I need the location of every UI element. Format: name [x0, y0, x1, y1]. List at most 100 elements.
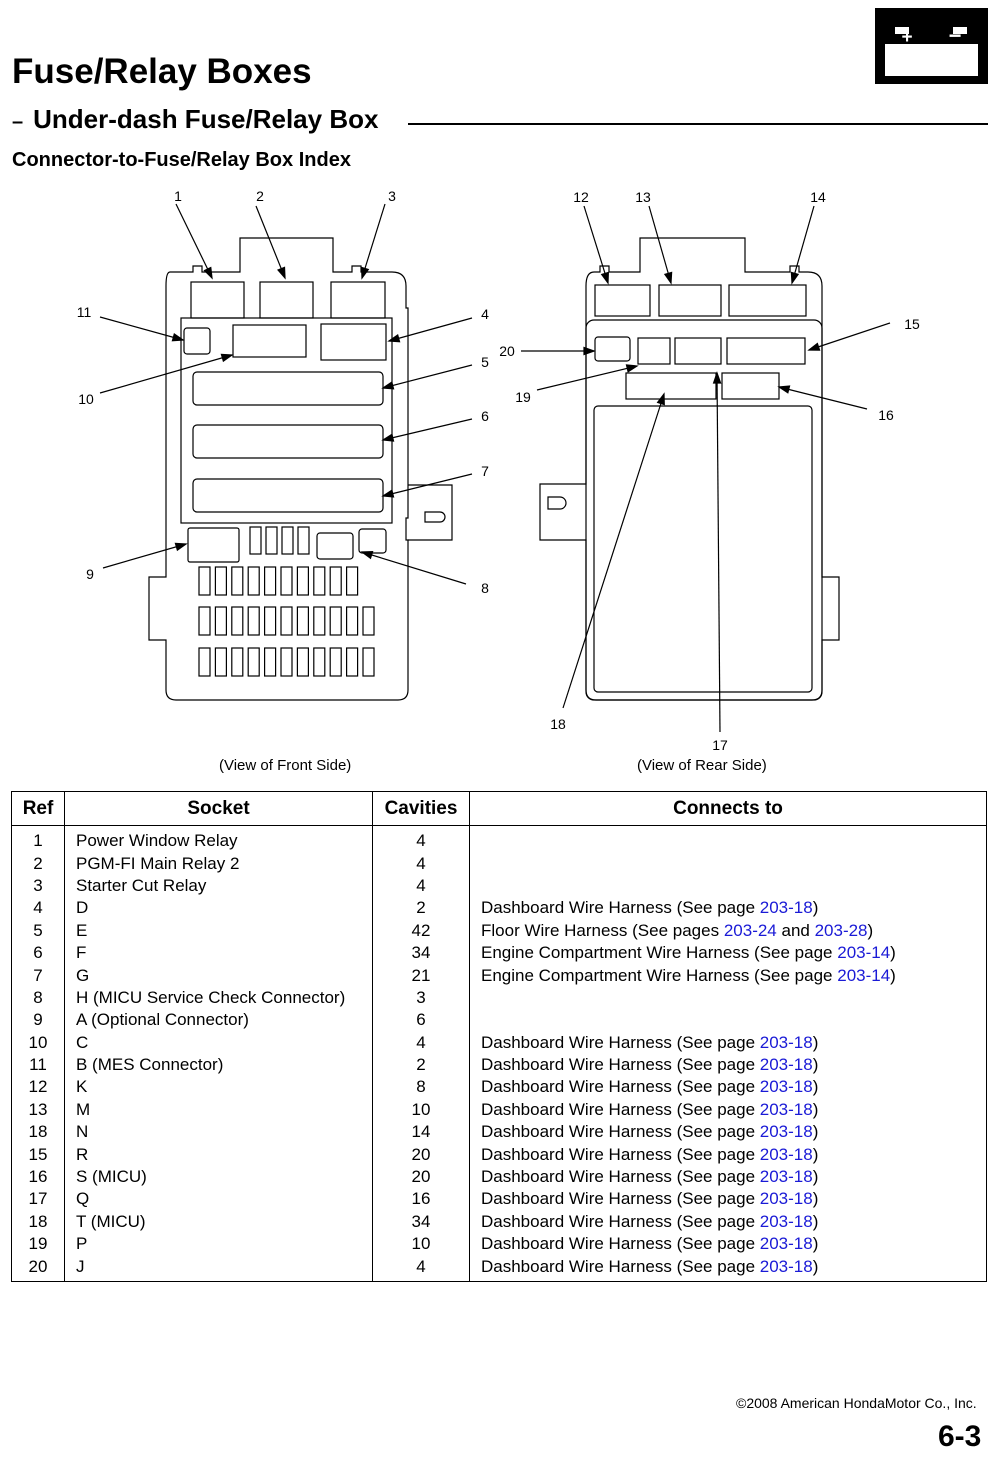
cell-ref: 17: [11, 1188, 65, 1211]
fuse-slot: [346, 647, 359, 677]
connects-to-text: Dashboard Wire Harness (See page: [481, 1256, 760, 1276]
page-reference-link[interactable]: 203-18: [759, 1189, 813, 1209]
leader-line: [562, 393, 665, 709]
leader-line: [536, 365, 638, 391]
cell-connects-to: [469, 852, 987, 875]
page-reference-link[interactable]: 203-18: [759, 1256, 813, 1276]
cell-cavities: 14: [372, 1121, 470, 1144]
cell-connects-to: [469, 825, 987, 853]
cell-ref: 20: [11, 1255, 65, 1282]
connects-to-text: ): [812, 1167, 819, 1187]
page-reference-link[interactable]: 203-18: [759, 1211, 813, 1231]
page-reference-link[interactable]: 203-14: [837, 943, 891, 963]
cell-connects-to: Dashboard Wire Harness (See page 203-18): [469, 1143, 987, 1166]
arrowhead: [807, 342, 821, 351]
cell-connects-to: [469, 1009, 987, 1032]
page-reference-link[interactable]: 203-18: [759, 1099, 813, 1119]
page-reference-link[interactable]: 203-18: [759, 1167, 813, 1187]
arrowhead: [381, 433, 395, 442]
page-reference-link[interactable]: 203-18: [759, 898, 813, 918]
page-reference-link[interactable]: 203-14: [837, 965, 891, 985]
page-reference-link[interactable]: 203-18: [759, 1032, 813, 1052]
cell-connects-to: [469, 874, 987, 898]
cell-ref: 5: [11, 919, 65, 942]
connects-to-text: Dashboard Wire Harness (See page: [481, 1234, 760, 1254]
rear-view: [539, 237, 840, 701]
cell-cavities: 4: [372, 852, 470, 875]
fuse-slot: [198, 566, 211, 596]
copyright: ©2008 American HondaMotor Co., Inc.: [736, 1395, 977, 1411]
page-reference-link[interactable]: 203-18: [759, 1055, 813, 1075]
arrowhead: [277, 266, 286, 280]
page-reference-link[interactable]: 203-24: [723, 920, 777, 940]
connects-to-text: Dashboard Wire Harness (See page: [481, 1122, 760, 1142]
battery-plus: +: [901, 27, 912, 48]
front-view: [148, 237, 453, 701]
cell-connects-to: [469, 986, 987, 1010]
connects-to-text: ): [812, 1099, 819, 1119]
leader-line: [175, 203, 213, 279]
cell-connects-to: Dashboard Wire Harness (See page 203-18): [469, 1076, 987, 1099]
cell-socket: J: [64, 1255, 373, 1282]
connects-to-text: Engine Compartment Wire Harness (See pag…: [481, 943, 838, 963]
page-reference-link[interactable]: 203-28: [814, 920, 868, 940]
cell-cavities: 10: [372, 1098, 470, 1122]
fuse-slot: [313, 606, 326, 636]
fuse-slot: [214, 647, 227, 677]
cell-cavities: 2: [372, 897, 470, 920]
leader-line: [648, 205, 672, 284]
connects-to-text: ): [812, 1234, 819, 1254]
arrowhead: [171, 332, 185, 342]
page-reference-link[interactable]: 203-18: [759, 1144, 813, 1164]
subtitle-dash: –: [12, 111, 24, 133]
arrowhead: [387, 333, 401, 343]
arrowhead: [777, 385, 791, 394]
cell-ref: 18: [11, 1121, 65, 1144]
callout-number: 3: [388, 188, 396, 204]
battery-minus: −: [949, 23, 962, 48]
connects-to-text: and: [776, 920, 815, 940]
cell-connects-to: Dashboard Wire Harness (See page 203-18): [469, 1165, 987, 1189]
cell-socket: C: [64, 1031, 373, 1054]
fuse-slot: [247, 647, 260, 677]
page-reference-link[interactable]: 203-18: [759, 1077, 813, 1097]
arrowhead: [656, 392, 665, 406]
cell-socket: K: [64, 1076, 373, 1099]
arrowhead: [174, 542, 188, 552]
arrowhead: [625, 364, 639, 373]
page-number: 6-3: [938, 1420, 982, 1453]
cell-socket: M: [64, 1098, 373, 1122]
cell-connects-to: Engine Compartment Wire Harness (See pag…: [469, 964, 987, 987]
fuse-slot: [329, 647, 342, 677]
cell-connects-to: Dashboard Wire Harness (See page 203-18): [469, 1210, 987, 1234]
cell-connects-to: Dashboard Wire Harness (See page 203-18): [469, 1233, 987, 1256]
callout-number: 6: [481, 408, 489, 424]
connects-to-text: ): [890, 965, 896, 985]
fuse-slot: [264, 566, 277, 596]
leader-line: [778, 386, 868, 410]
connects-to-text: ): [812, 1256, 819, 1276]
cell-socket: E: [64, 919, 373, 942]
fuse-slot: [264, 606, 277, 636]
cell-socket: A (Optional Connector): [64, 1009, 373, 1032]
leader-line: [255, 205, 286, 279]
page-reference-link[interactable]: 203-18: [759, 1234, 813, 1254]
callout-number: 13: [635, 189, 651, 205]
cell-cavities: 4: [372, 1255, 470, 1282]
page-reference-link[interactable]: 203-18: [759, 1122, 813, 1142]
arrowhead: [600, 271, 609, 285]
fuse-slot: [296, 566, 309, 596]
cell-ref: 16: [11, 1165, 65, 1189]
connects-to-text: Engine Compartment Wire Harness (See pag…: [481, 965, 838, 985]
fuse-slot: [214, 566, 227, 596]
arrowhead: [663, 271, 673, 285]
cell-socket: R: [64, 1143, 373, 1166]
